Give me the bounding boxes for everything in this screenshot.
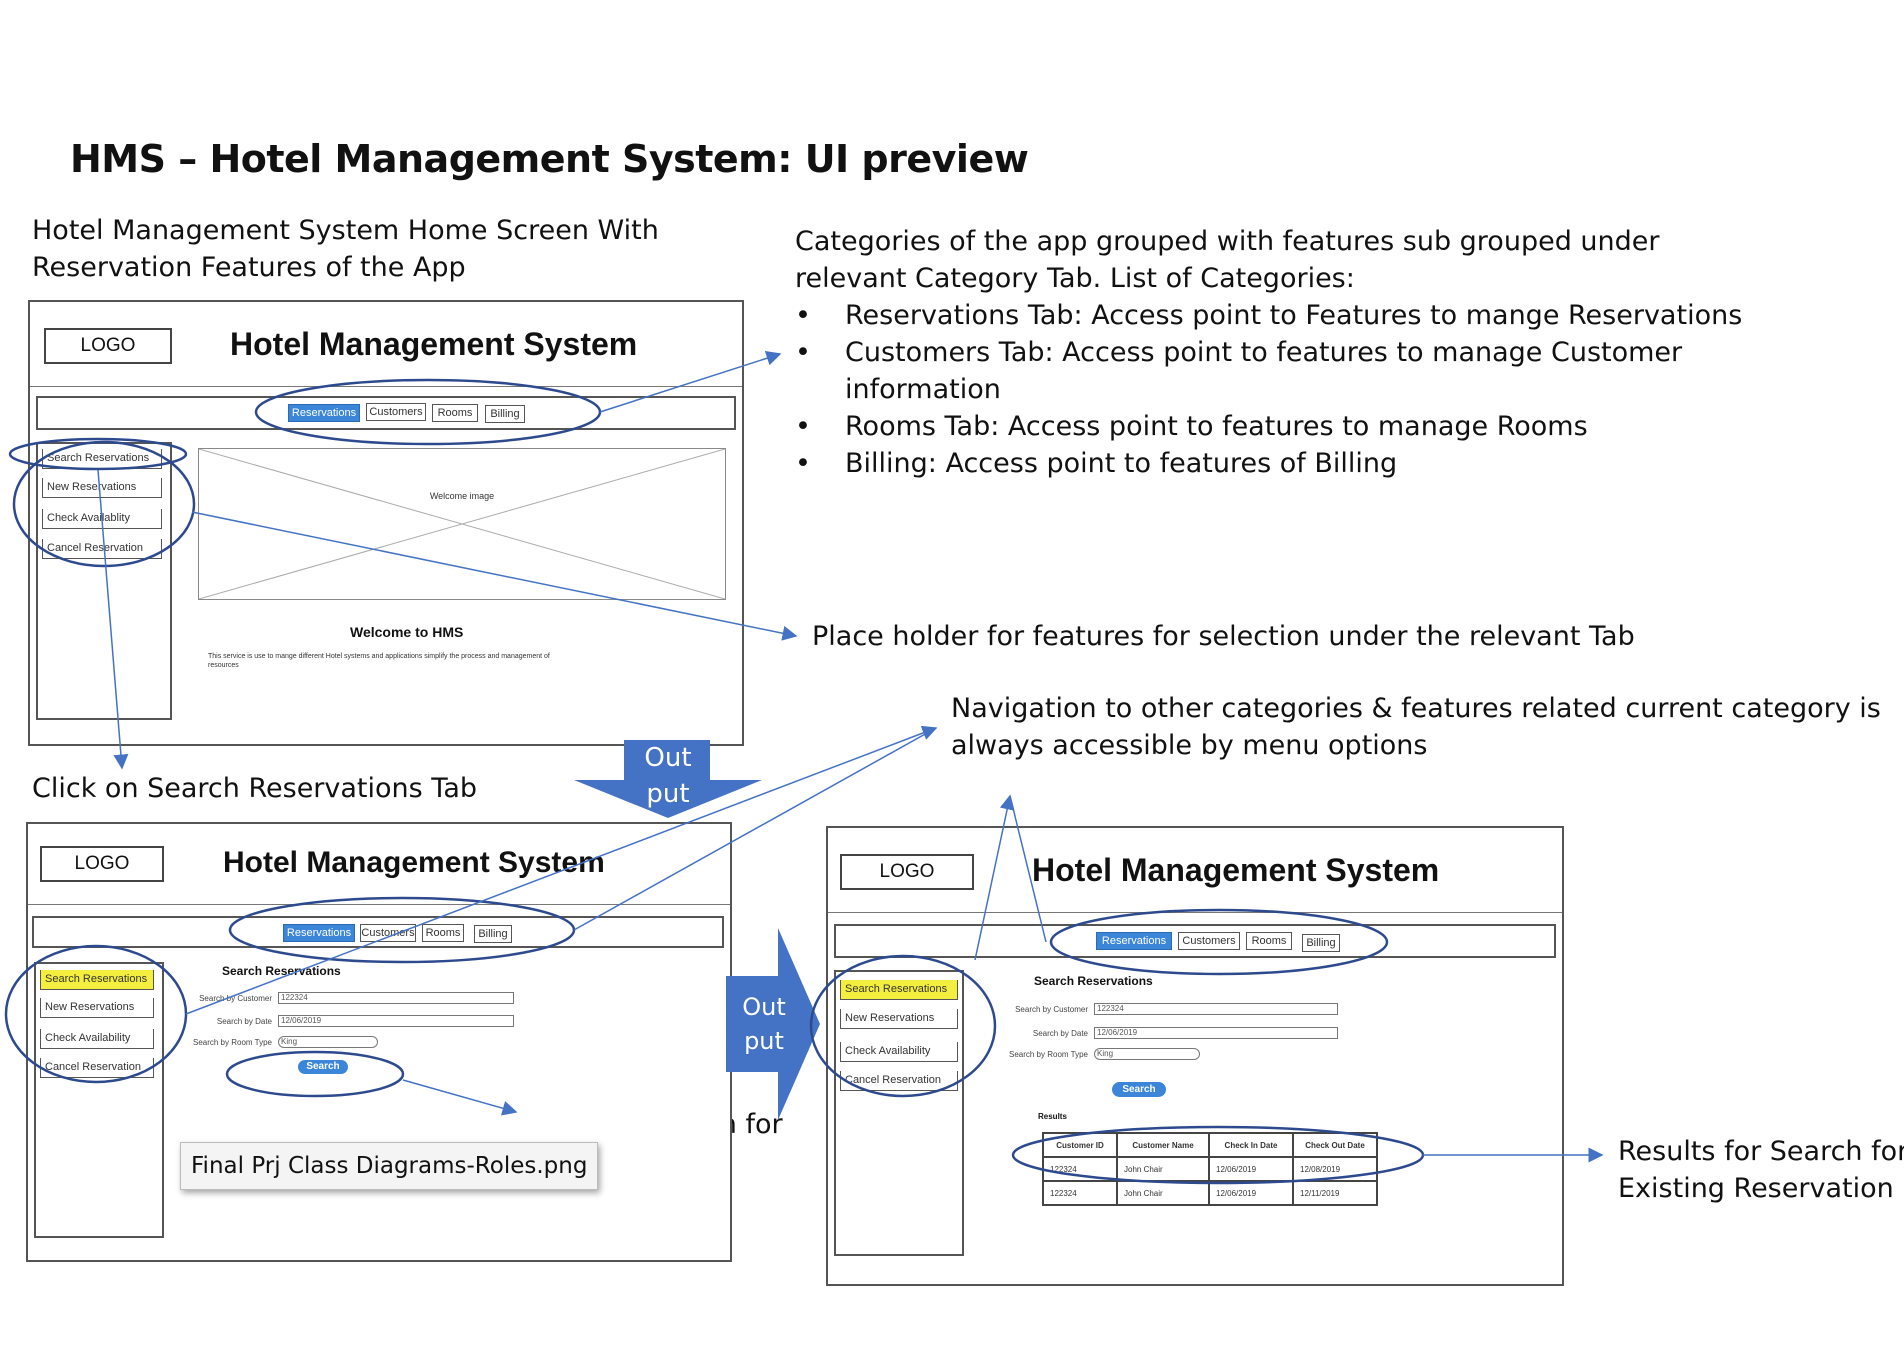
table-row[interactable]: 122324 John Chair 12/06/2019 12/11/2019 <box>1042 1180 1378 1206</box>
connector-line <box>97 469 129 770</box>
search-by-date-label: Search by Date <box>1032 1029 1088 1038</box>
category-billing: Billing: Access point to features of Bil… <box>795 445 1742 482</box>
search-heading: Search Reservations <box>222 964 341 978</box>
sidebar-item-new-reservations[interactable]: New Reservations <box>40 998 154 1018</box>
click-search-tab-note: Click on Search Reservations Tab <box>32 773 478 804</box>
connector-line <box>191 511 798 641</box>
connector-line <box>185 725 938 1015</box>
connector-line <box>1009 795 1047 943</box>
search-button[interactable]: Search <box>298 1060 348 1074</box>
mockup-home: LOGO Hotel Management System Reservation… <box>28 300 744 746</box>
output-arrow-right <box>726 928 820 1120</box>
results-table: Customer ID Customer Name Check In Date … <box>1042 1132 1378 1206</box>
image-placeholder-icon <box>199 449 725 599</box>
placeholder-note: Place holder for features for selection … <box>812 621 1635 652</box>
categories-note: Categories of the app grouped with featu… <box>795 223 1742 482</box>
room-type-select[interactable]: King <box>1094 1048 1200 1060</box>
search-by-date-label: Search by Date <box>216 1017 272 1026</box>
search-by-room-type-label: Search by Room Type <box>192 1038 272 1047</box>
tab-billing[interactable]: Billing <box>485 405 525 423</box>
tab-rooms[interactable]: Rooms <box>422 924 464 942</box>
tab-billing[interactable]: Billing <box>1302 934 1340 952</box>
tab-customers[interactable]: Customers <box>1178 932 1240 950</box>
search-heading: Search Reservations <box>1034 974 1153 988</box>
tab-reservations[interactable]: Reservations <box>288 404 360 422</box>
results-label: Results <box>1038 1112 1067 1121</box>
output-label-down: Out put <box>644 743 692 809</box>
sidebar-item-search-reservations[interactable]: Search Reservations <box>40 970 154 990</box>
search-by-customer-label: Search by Customer <box>1015 1005 1088 1014</box>
sidebar-item-new-reservations[interactable]: New Reservations <box>840 1009 958 1029</box>
categories-list: Reservations Tab: Access point to Featur… <box>795 297 1742 482</box>
tab-reservations[interactable]: Reservations <box>283 924 355 942</box>
highlight-search-tab-ellipse <box>8 437 188 471</box>
search-by-customer-input[interactable]: 122324 <box>1094 1003 1338 1015</box>
table-header-row: Customer ID Customer Name Check In Date … <box>1042 1132 1378 1158</box>
category-reservations: Reservations Tab: Access point to Featur… <box>795 297 1742 334</box>
logo: LOGO <box>44 328 172 364</box>
table-row[interactable]: 122324 John Chair 12/06/2019 12/08/2019 <box>1042 1156 1378 1182</box>
welcome-image-label: Welcome image <box>429 491 495 501</box>
highlight-tabs-ellipse <box>1049 908 1389 976</box>
search-by-date-input[interactable]: 12/06/2019 <box>1094 1027 1338 1039</box>
tab-rooms[interactable]: Rooms <box>1246 932 1292 950</box>
welcome-text: This service is use to mange different H… <box>208 653 550 669</box>
category-rooms: Rooms Tab: Access point to features to m… <box>795 408 1742 445</box>
connector-line <box>599 351 782 413</box>
connector-line <box>573 727 937 931</box>
tab-billing[interactable]: Billing <box>474 925 512 943</box>
search-by-room-type-label: Search by Room Type <box>1008 1050 1088 1059</box>
mockup-results: LOGO Hotel Management System Reservation… <box>826 826 1564 1286</box>
sidebar-item-cancel-reservation[interactable]: Cancel Reservation <box>840 1071 958 1091</box>
sidebar-item-cancel-reservation[interactable]: Cancel Reservation <box>40 1058 154 1078</box>
welcome-image-placeholder: Welcome image <box>198 448 726 600</box>
room-type-select[interactable]: King <box>278 1036 378 1048</box>
home-caption: Hotel Management System Home Screen With… <box>32 215 659 283</box>
filename-tooltip: Final Prj Class Diagrams-Roles.png <box>180 1142 599 1190</box>
highlight-tabs-ellipse <box>228 896 576 964</box>
highlight-sidebar-ellipse <box>809 954 997 1098</box>
connector-line <box>974 794 1015 961</box>
results-note: Results for Search for Existing Reservat… <box>1618 1136 1904 1204</box>
highlight-sidebar-ellipse <box>4 944 188 1084</box>
page-title: HMS – Hotel Management System: UI previe… <box>70 137 1029 181</box>
navigation-note: Navigation to other categories & feature… <box>951 693 1881 761</box>
sidebar-item-search-reservations[interactable]: Search Reservations <box>840 980 958 1000</box>
app-title: Hotel Management System <box>1032 852 1440 888</box>
logo: LOGO <box>40 846 164 882</box>
output-arrow-down <box>574 740 762 818</box>
category-customers: Customers Tab: Access point to features … <box>795 334 1742 408</box>
sidebar-item-search-reservations[interactable]: Search Reservations <box>42 449 162 469</box>
highlight-tabs-ellipse <box>254 378 602 446</box>
search-by-customer-input[interactable]: 122324 <box>278 992 514 1004</box>
sidebar-item-new-reservations[interactable]: New Reservations <box>42 478 162 498</box>
tab-rooms[interactable]: Rooms <box>432 404 478 422</box>
search-button[interactable]: Search <box>1112 1082 1166 1097</box>
sidebar-item-check-availability[interactable]: Check Availability <box>840 1042 958 1062</box>
sidebar-item-check-availability[interactable]: Check Availability <box>40 1029 154 1049</box>
welcome-title: Welcome to HMS <box>350 624 464 640</box>
tab-customers[interactable]: Customers <box>360 924 416 942</box>
sidebar-item-cancel-reservation[interactable]: Cancel Reservation <box>42 539 162 559</box>
highlight-search-button-ellipse <box>225 1050 405 1098</box>
connector-line <box>402 1079 518 1116</box>
highlight-sidebar-ellipse <box>12 440 196 568</box>
app-title: Hotel Management System <box>223 846 605 879</box>
app-title: Hotel Management System <box>230 326 638 362</box>
tab-reservations[interactable]: Reservations <box>1096 932 1172 950</box>
tab-bar <box>834 924 1556 958</box>
logo: LOGO <box>840 854 974 890</box>
search-by-date-input[interactable]: 12/06/2019 <box>278 1015 514 1027</box>
tab-customers[interactable]: Customers <box>366 403 426 421</box>
search-by-customer-label: Search by Customer <box>199 994 272 1003</box>
output-label-right: Out put <box>742 993 786 1055</box>
highlight-results-ellipse <box>1011 1125 1425 1185</box>
